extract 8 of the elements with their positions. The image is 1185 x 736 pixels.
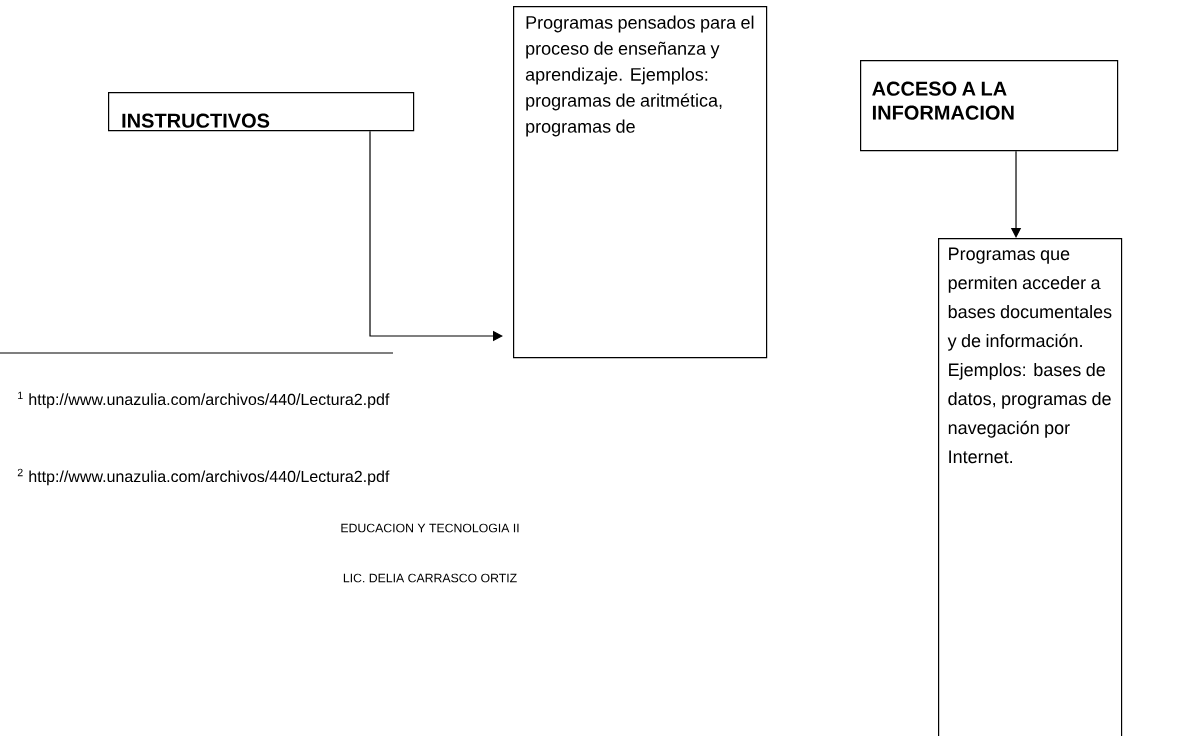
heading-box: INSTRUCTIVOS [108, 92, 415, 132]
heading-box: ACCESO A LA INFORMACION [860, 60, 1119, 152]
footnote-text: $^{2}$ http://www.unazulia.com/archivos/440/Lectura2.pdf [17, 468, 390, 486]
footer-text: EDUCACION Y TECNOLOGIA II [341, 523, 519, 533]
text-box: Programas pensados para el proceso de enseñanza y aprendizaje. Ejemplos: programas de aritmética, programas de [513, 6, 768, 359]
text-box: Programas que permiten acceder a bases documentales y de información. Ejemplos: bases de datos, programas de navegación por Internet. [938, 238, 1123, 736]
footer-text: LIC. DELIA CARRASCO ORTIZ [343, 573, 517, 583]
footnote-text: $^{1}$ http://www.unazulia.com/archivos/440/Lectura2.pdf [18, 391, 390, 409]
